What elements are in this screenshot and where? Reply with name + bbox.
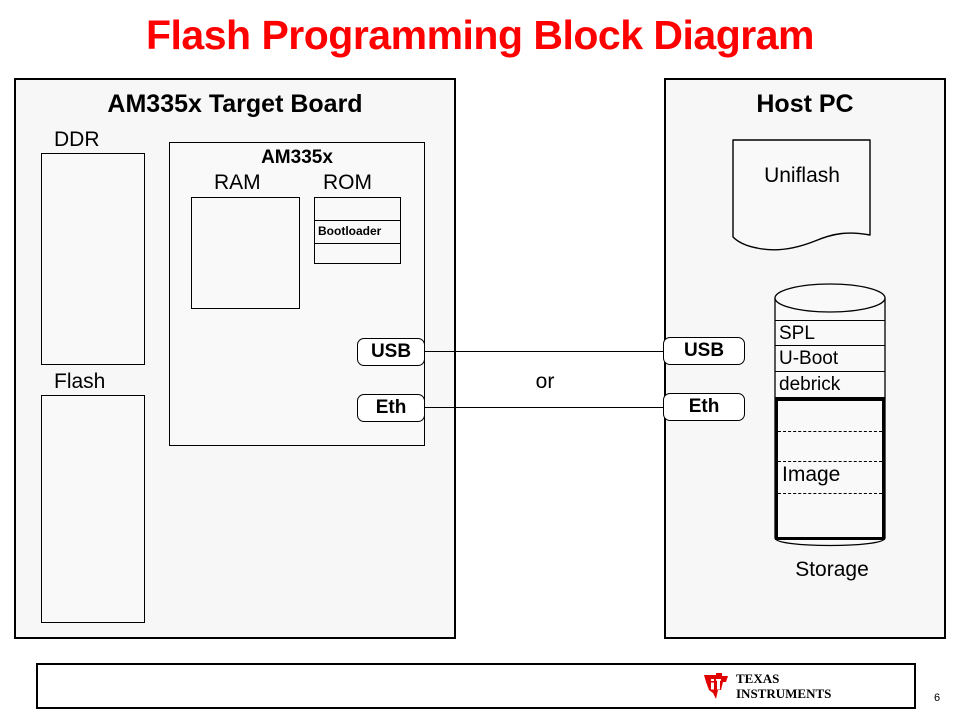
image-divider-3	[778, 493, 882, 494]
storage-cylinder: SPL U-Boot debrick Image Storage	[770, 280, 894, 581]
ram-box	[191, 197, 300, 309]
storage-row-spl: SPL	[775, 320, 885, 346]
host-usb-port: USB	[663, 337, 745, 365]
page-title: Flash Programming Block Diagram	[145, 12, 815, 58]
image-divider-2	[778, 461, 882, 462]
ti-wordmark-line2: INSTRUMENTS	[736, 686, 832, 701]
ddr-label: DDR	[54, 128, 100, 151]
host-eth-port: Eth	[663, 393, 745, 421]
storage-image-block: Image	[775, 398, 885, 540]
uniflash-document-shape: Uniflash	[729, 136, 875, 252]
host-pc-title: Host PC	[756, 90, 854, 118]
target-eth-port: Eth	[357, 394, 425, 422]
rom-cell-bootloader: Bootloader	[315, 221, 400, 244]
footer-bar	[36, 663, 916, 709]
ram-label: RAM	[214, 171, 261, 194]
rom-cell-empty-top	[315, 198, 400, 221]
eth-connection-line	[424, 407, 665, 408]
storage-image-label: Image	[782, 463, 841, 486]
ddr-memory-box	[41, 153, 145, 365]
flash-memory-box	[41, 395, 145, 623]
am335x-chip-title: AM335x	[261, 147, 333, 168]
page-number: 6	[934, 692, 941, 704]
storage-row-debrick: debrick	[775, 372, 885, 398]
flash-label: Flash	[54, 370, 106, 393]
target-board-title: AM335x Target Board	[107, 90, 363, 118]
uniflash-shape-svg	[732, 139, 871, 251]
texas-instruments-mark-icon	[704, 673, 728, 699]
usb-connection-line	[424, 351, 665, 352]
ti-wordmark: TEXAS INSTRUMENTS	[736, 671, 831, 701]
ti-wordmark-line1: TEXAS	[736, 671, 780, 686]
storage-row-uboot: U-Boot	[775, 346, 885, 372]
image-divider-1	[778, 431, 882, 432]
ti-logo: TEXAS INSTRUMENTS	[700, 671, 850, 703]
connection-or-label: or	[500, 370, 590, 394]
rom-box: Bootloader	[314, 197, 401, 264]
rom-cell-empty-bottom	[315, 244, 400, 267]
uniflash-label: Uniflash	[764, 164, 840, 187]
storage-caption: Storage	[795, 558, 869, 581]
target-usb-port: USB	[357, 338, 425, 366]
rom-label: ROM	[323, 171, 372, 194]
